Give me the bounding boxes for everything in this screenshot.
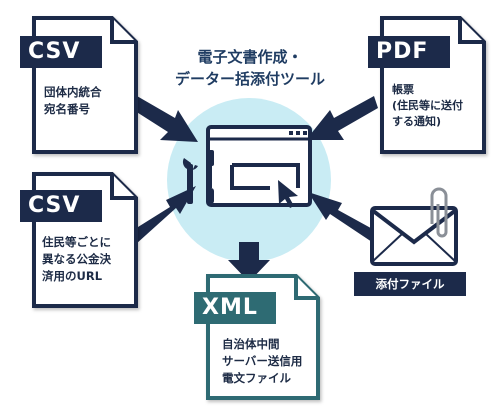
- csv-top-badge: [20, 36, 102, 68]
- csv-bottom-badge-text: CSV: [28, 193, 81, 218]
- arrow-pdf: [306, 96, 378, 140]
- csv-top-badge-text: CSV: [28, 39, 81, 64]
- pdf-badge-text: PDF: [376, 39, 429, 64]
- tools-icon: [182, 150, 214, 204]
- csv-bottom-line-2: 異なる公金決: [42, 252, 111, 266]
- envelope-icon: [370, 206, 458, 266]
- xml-line-3: 電文ファイル: [222, 371, 291, 385]
- pdf-line-1: 帳票: [392, 83, 414, 96]
- pdf-line-2: (住民等に送付: [392, 99, 464, 112]
- xml-badge: [194, 292, 276, 324]
- title-line-1: 電子文書作成・: [197, 48, 303, 66]
- csv-bottom-line-1: 住民等ごとに: [42, 235, 111, 249]
- csv-bottom-line-3: 済用のURL: [42, 269, 103, 283]
- arrow-attachment: [308, 192, 378, 242]
- title-line-2: データー括添付ツール: [174, 70, 325, 88]
- arrow-csv-top: [124, 92, 198, 142]
- csv-top-line-2: 宛名番号: [44, 102, 90, 116]
- pdf-line-3: する通知): [392, 115, 442, 128]
- csv-bottom-badge: [20, 190, 102, 222]
- pdf-badge: [368, 36, 450, 68]
- csv-top-line-1: 団体内統合: [44, 85, 102, 99]
- xml-line-2: サーバー送信用: [222, 354, 303, 368]
- window-icon: [206, 125, 312, 207]
- arrow-csv-bottom: [130, 186, 196, 244]
- arrow-down-to-xml: [228, 242, 270, 282]
- attachment-label: 添付ファイル: [375, 277, 445, 291]
- attachment-label-box: [354, 272, 466, 296]
- xml-badge-text: XML: [202, 295, 258, 320]
- paperclip-icon: [430, 187, 448, 238]
- cursor-icon: [278, 180, 298, 208]
- xml-line-1: 自治体中間: [222, 337, 280, 351]
